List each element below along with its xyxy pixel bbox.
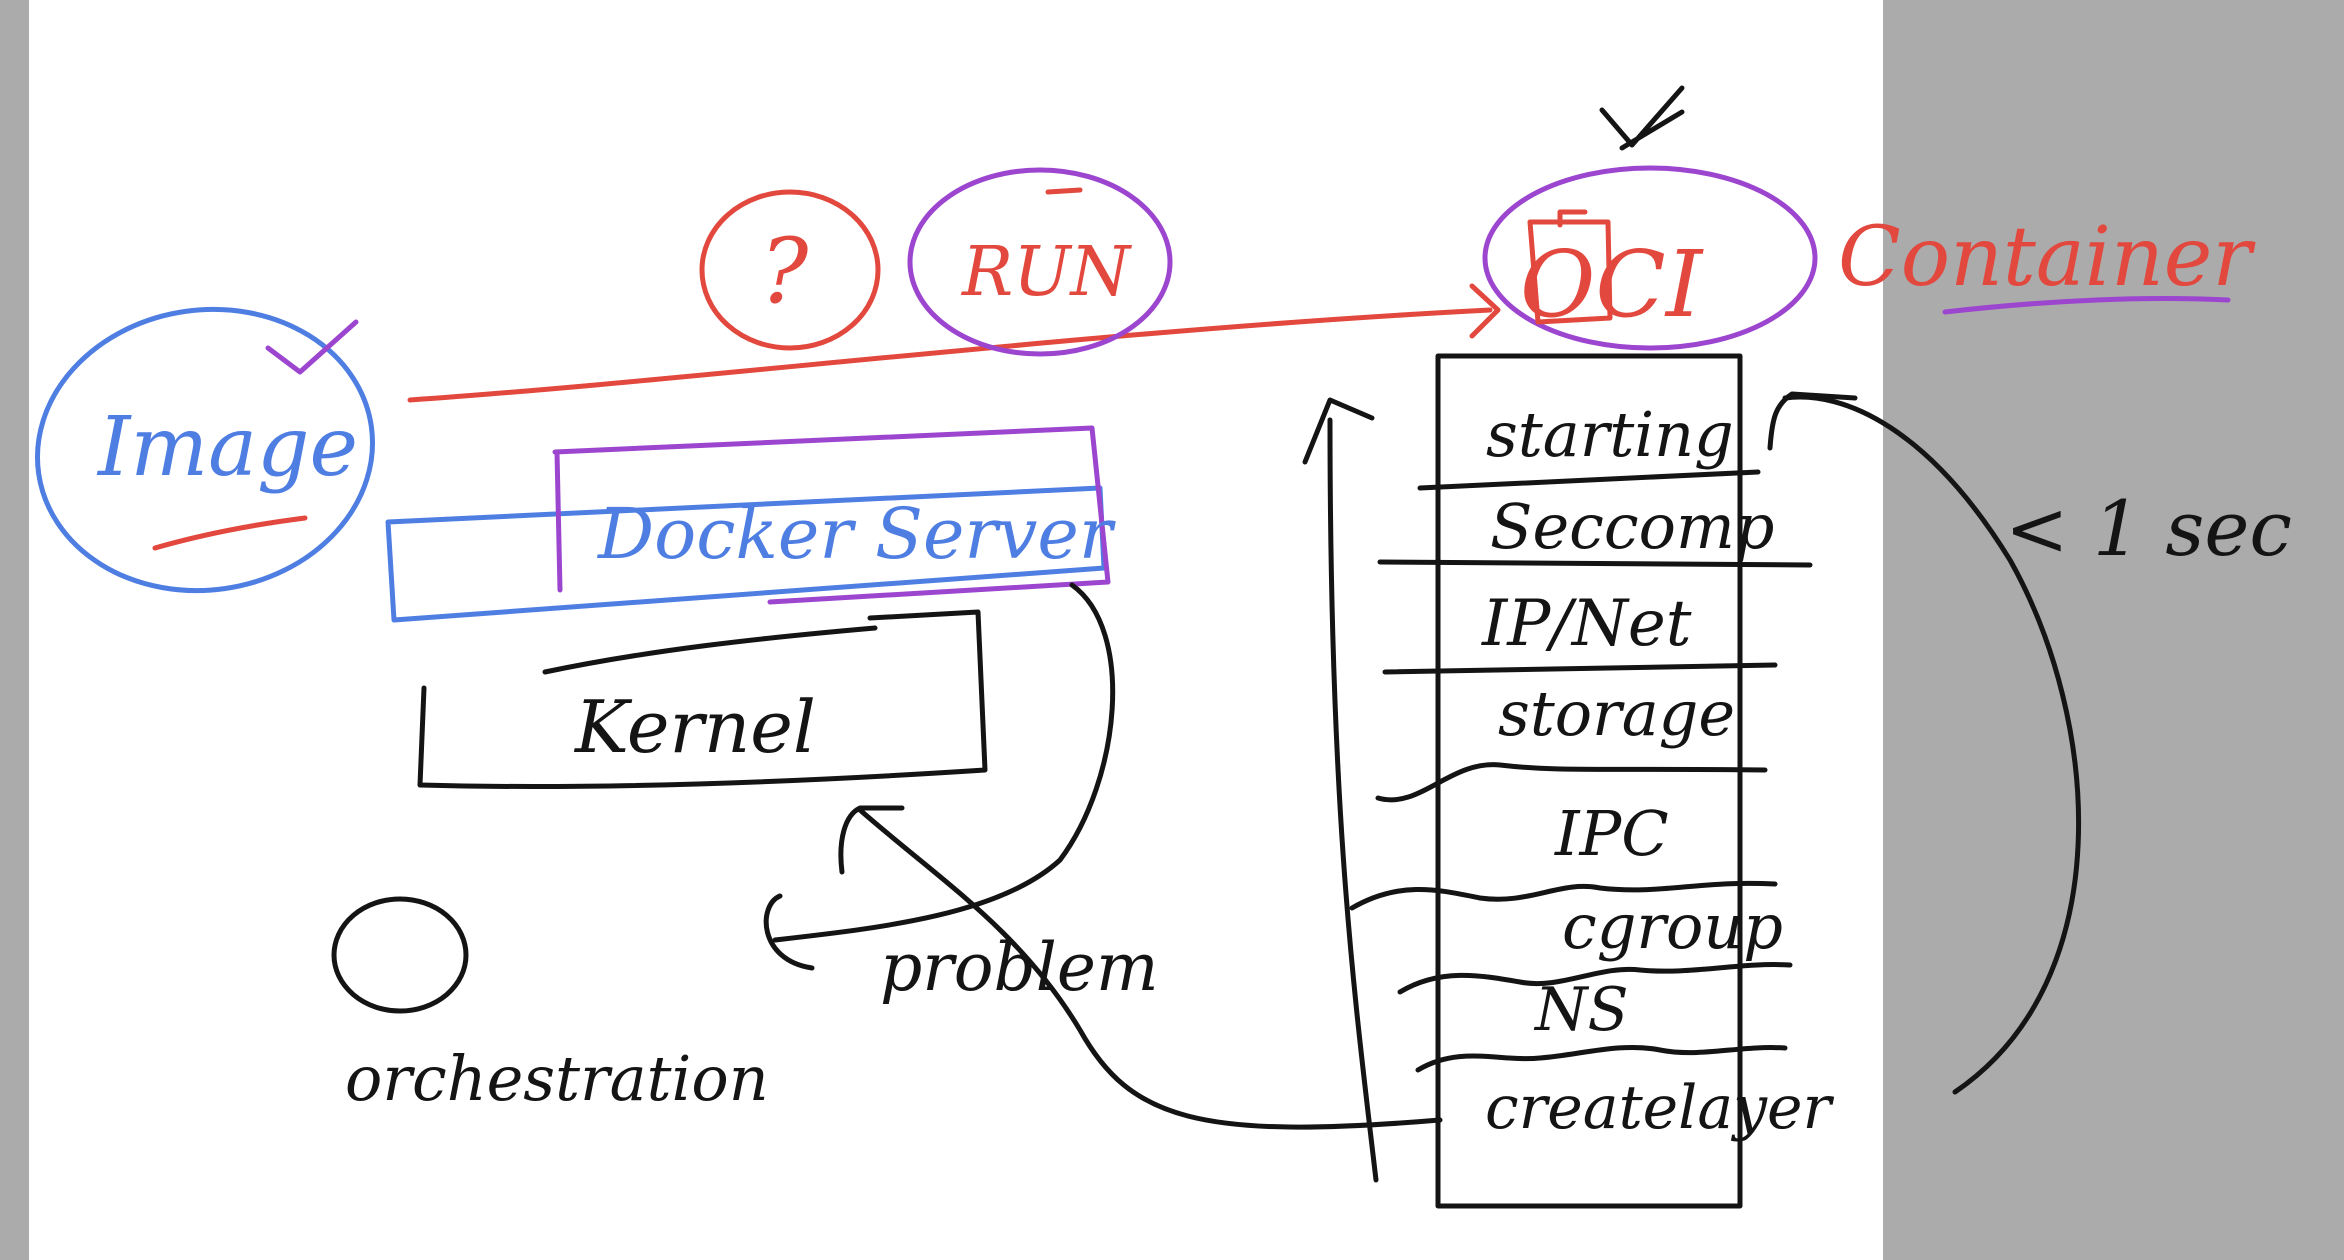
layer-7-label: NS	[1533, 975, 1629, 1045]
divider-7	[1415, 1044, 1788, 1073]
layer-3-label: IP/Net	[1481, 587, 1692, 661]
kernel-box	[417, 609, 988, 790]
docker-server-purple-box	[552, 425, 1111, 605]
oci-node: OCI	[1482, 85, 1818, 351]
orchestration-circle	[331, 896, 469, 1014]
layer-4-label: storage	[1498, 677, 1735, 750]
container-underline	[1942, 296, 2231, 315]
layer-6-label: cgroup	[1562, 890, 1783, 963]
image-circle	[34, 306, 376, 594]
orchestration-label: orchestration	[345, 1042, 769, 1115]
layer-2-label: Seccomp	[1490, 490, 1774, 563]
layer-1-label: starting	[1486, 398, 1734, 471]
time-curve-arrowhead	[1767, 391, 1858, 451]
run-label: RUN	[960, 233, 1133, 312]
stack-up-arrow	[1327, 417, 1379, 1183]
layer-stack: starting Seccomp IP/Net storage IPC cgro…	[1302, 353, 1835, 1209]
divider-3	[1382, 662, 1778, 675]
image-to-oci-arrow	[407, 307, 1493, 403]
layer-8-label: createlayer	[1485, 1073, 1835, 1143]
docker-server-blue-box	[385, 485, 1107, 623]
question-circle	[699, 189, 881, 351]
oci-checkmark	[1599, 85, 1685, 151]
question-mark: ?	[760, 219, 809, 324]
problem-label: problem	[880, 929, 1159, 1006]
run-circle	[907, 167, 1173, 357]
oci-label: OCI	[1520, 231, 1704, 338]
divider-4	[1375, 762, 1768, 803]
image-strike-line	[152, 515, 308, 551]
oci-circle	[1482, 165, 1818, 351]
stack-up-arrowhead	[1302, 397, 1375, 465]
orchestration-bracket	[763, 893, 815, 971]
image-node: Image	[34, 306, 376, 594]
divider-2	[1377, 559, 1813, 568]
question-node: ?	[699, 189, 881, 351]
createlayer-to-kernel-arrow	[857, 807, 1443, 1130]
image-label: Image	[96, 400, 358, 495]
oci-box	[1527, 209, 1613, 325]
kernel-node: Kernel	[417, 609, 988, 790]
divider-5	[1349, 880, 1778, 911]
run-node: RUN	[907, 167, 1173, 357]
divider-6	[1397, 962, 1793, 995]
createlayer-to-kernel-arrowhead	[838, 805, 905, 875]
time-label: < 1 sec	[2005, 484, 2292, 573]
docker-server-node: Docker Server	[385, 425, 1116, 623]
run-overline	[1045, 187, 1083, 195]
image-checkmark	[265, 319, 359, 375]
docker-server-label: Docker Server	[596, 493, 1116, 575]
time-curve	[1782, 394, 2082, 1095]
kernel-label: Kernel	[573, 685, 816, 769]
divider-1	[1417, 469, 1761, 491]
server-to-orchestration-curve	[772, 582, 1116, 943]
container-label: Container	[1838, 210, 2256, 305]
layer-5-label: IPC	[1554, 797, 1669, 870]
image-to-oci-arrowhead	[1469, 283, 1501, 339]
